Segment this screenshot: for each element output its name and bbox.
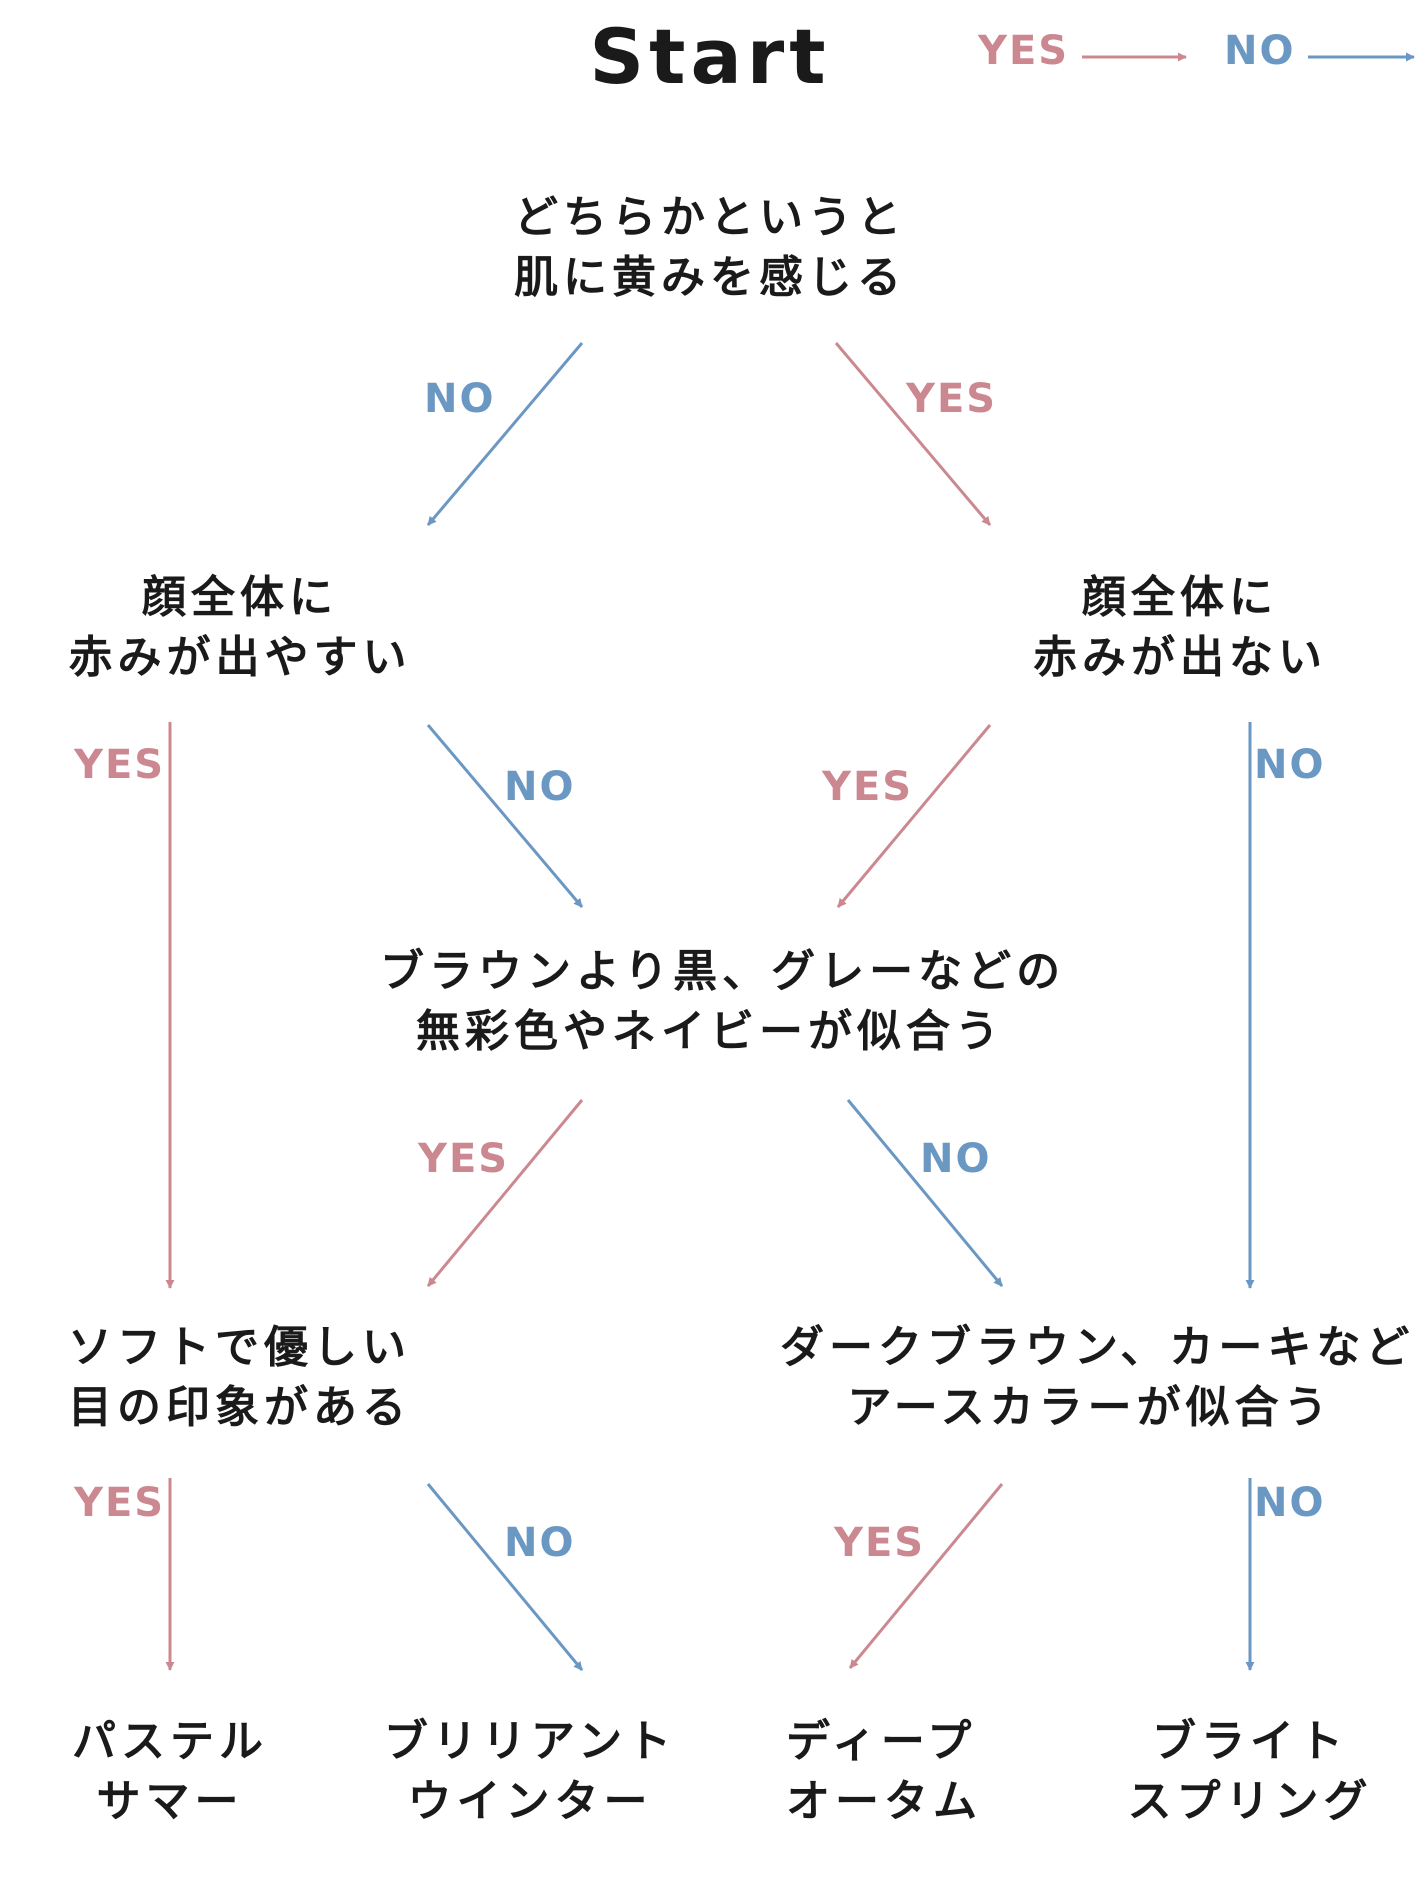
question-no-redness: 顔全体に 赤みが出ない xyxy=(1000,568,1360,688)
arrow-q4a-no xyxy=(426,1483,584,1671)
start-title: Start xyxy=(589,12,831,101)
question-line: 顔全体に xyxy=(1082,572,1278,623)
edge-label-q1-no: NO xyxy=(424,376,496,422)
arrow-q3-no xyxy=(846,1099,1004,1287)
result-brilliant-winter: ブリリアント ウインター xyxy=(370,1712,690,1832)
edge-label-q3-no: NO xyxy=(920,1136,992,1182)
result-deep-autumn: ディープ オータム xyxy=(786,1712,1046,1832)
question-line: アースカラーが似合う xyxy=(847,1382,1333,1433)
result-bright-spring: ブライト スプリング xyxy=(1100,1712,1400,1832)
question-line: ダークブラウン、カーキなど xyxy=(780,1322,1415,1373)
arrow-q1-yes xyxy=(834,342,992,526)
edge-label-q4a-yes: YES xyxy=(74,1480,166,1526)
arrow-q1-no xyxy=(426,342,584,526)
result-line: サマー xyxy=(96,1776,244,1827)
edge-label-q2b-no: NO xyxy=(1254,742,1326,788)
question-line: 目の印象がある xyxy=(68,1382,411,1433)
question-redness-prone: 顔全体に 赤みが出やすい xyxy=(40,568,440,688)
question-line: 肌に黄みを感じる xyxy=(514,252,906,303)
question-earth-colors: ダークブラウン、カーキなど アースカラーが似合う xyxy=(780,1318,1415,1438)
question-line: ブラウンより黒、グレーなどの xyxy=(380,946,1066,997)
edge-label-q2b-yes: YES xyxy=(822,764,914,810)
edge-label-q2a-yes: YES xyxy=(74,742,166,788)
result-pastel-summer: パステル サマー xyxy=(40,1712,300,1832)
result-line: パステル xyxy=(72,1716,268,1767)
legend-yes-label: YES xyxy=(978,28,1070,74)
question-line: 顔全体に xyxy=(142,572,338,623)
edge-label-q3-yes: YES xyxy=(418,1136,510,1182)
question-yellow-undertone: どちらかというと 肌に黄みを感じる xyxy=(480,188,940,308)
question-line: 赤みが出やすい xyxy=(68,632,412,683)
arrow-q3-yes xyxy=(426,1099,584,1287)
edge-label-q4a-no: NO xyxy=(504,1520,576,1566)
edge-label-q4b-no: NO xyxy=(1254,1480,1326,1526)
arrow-q4b-yes xyxy=(848,1483,1004,1669)
result-line: ウインター xyxy=(407,1776,653,1827)
arrow-q2a-no xyxy=(426,724,584,908)
legend-no-label: NO xyxy=(1224,28,1296,74)
question-soft-eyes: ソフトで優しい 目の印象がある xyxy=(68,1318,448,1438)
result-line: スプリング xyxy=(1127,1776,1373,1827)
result-line: ブリリアント xyxy=(383,1716,677,1767)
result-line: ディープ xyxy=(786,1716,977,1767)
result-line: オータム xyxy=(786,1776,982,1827)
result-line: ブライト xyxy=(1152,1716,1348,1767)
question-line: ソフトで優しい xyxy=(68,1322,411,1373)
question-line: 赤みが出ない xyxy=(1033,632,1327,683)
edge-label-q2a-no: NO xyxy=(504,764,576,810)
question-achromatic-colors: ブラウンより黒、グレーなどの 無彩色やネイビーが似合う xyxy=(380,942,1066,1062)
question-line: 無彩色やネイビーが似合う xyxy=(416,1006,1004,1057)
edge-label-q4b-yes: YES xyxy=(834,1520,926,1566)
arrow-q2b-yes xyxy=(836,724,992,908)
question-line: どちらかというと xyxy=(514,192,906,243)
edge-label-q1-yes: YES xyxy=(906,376,998,422)
